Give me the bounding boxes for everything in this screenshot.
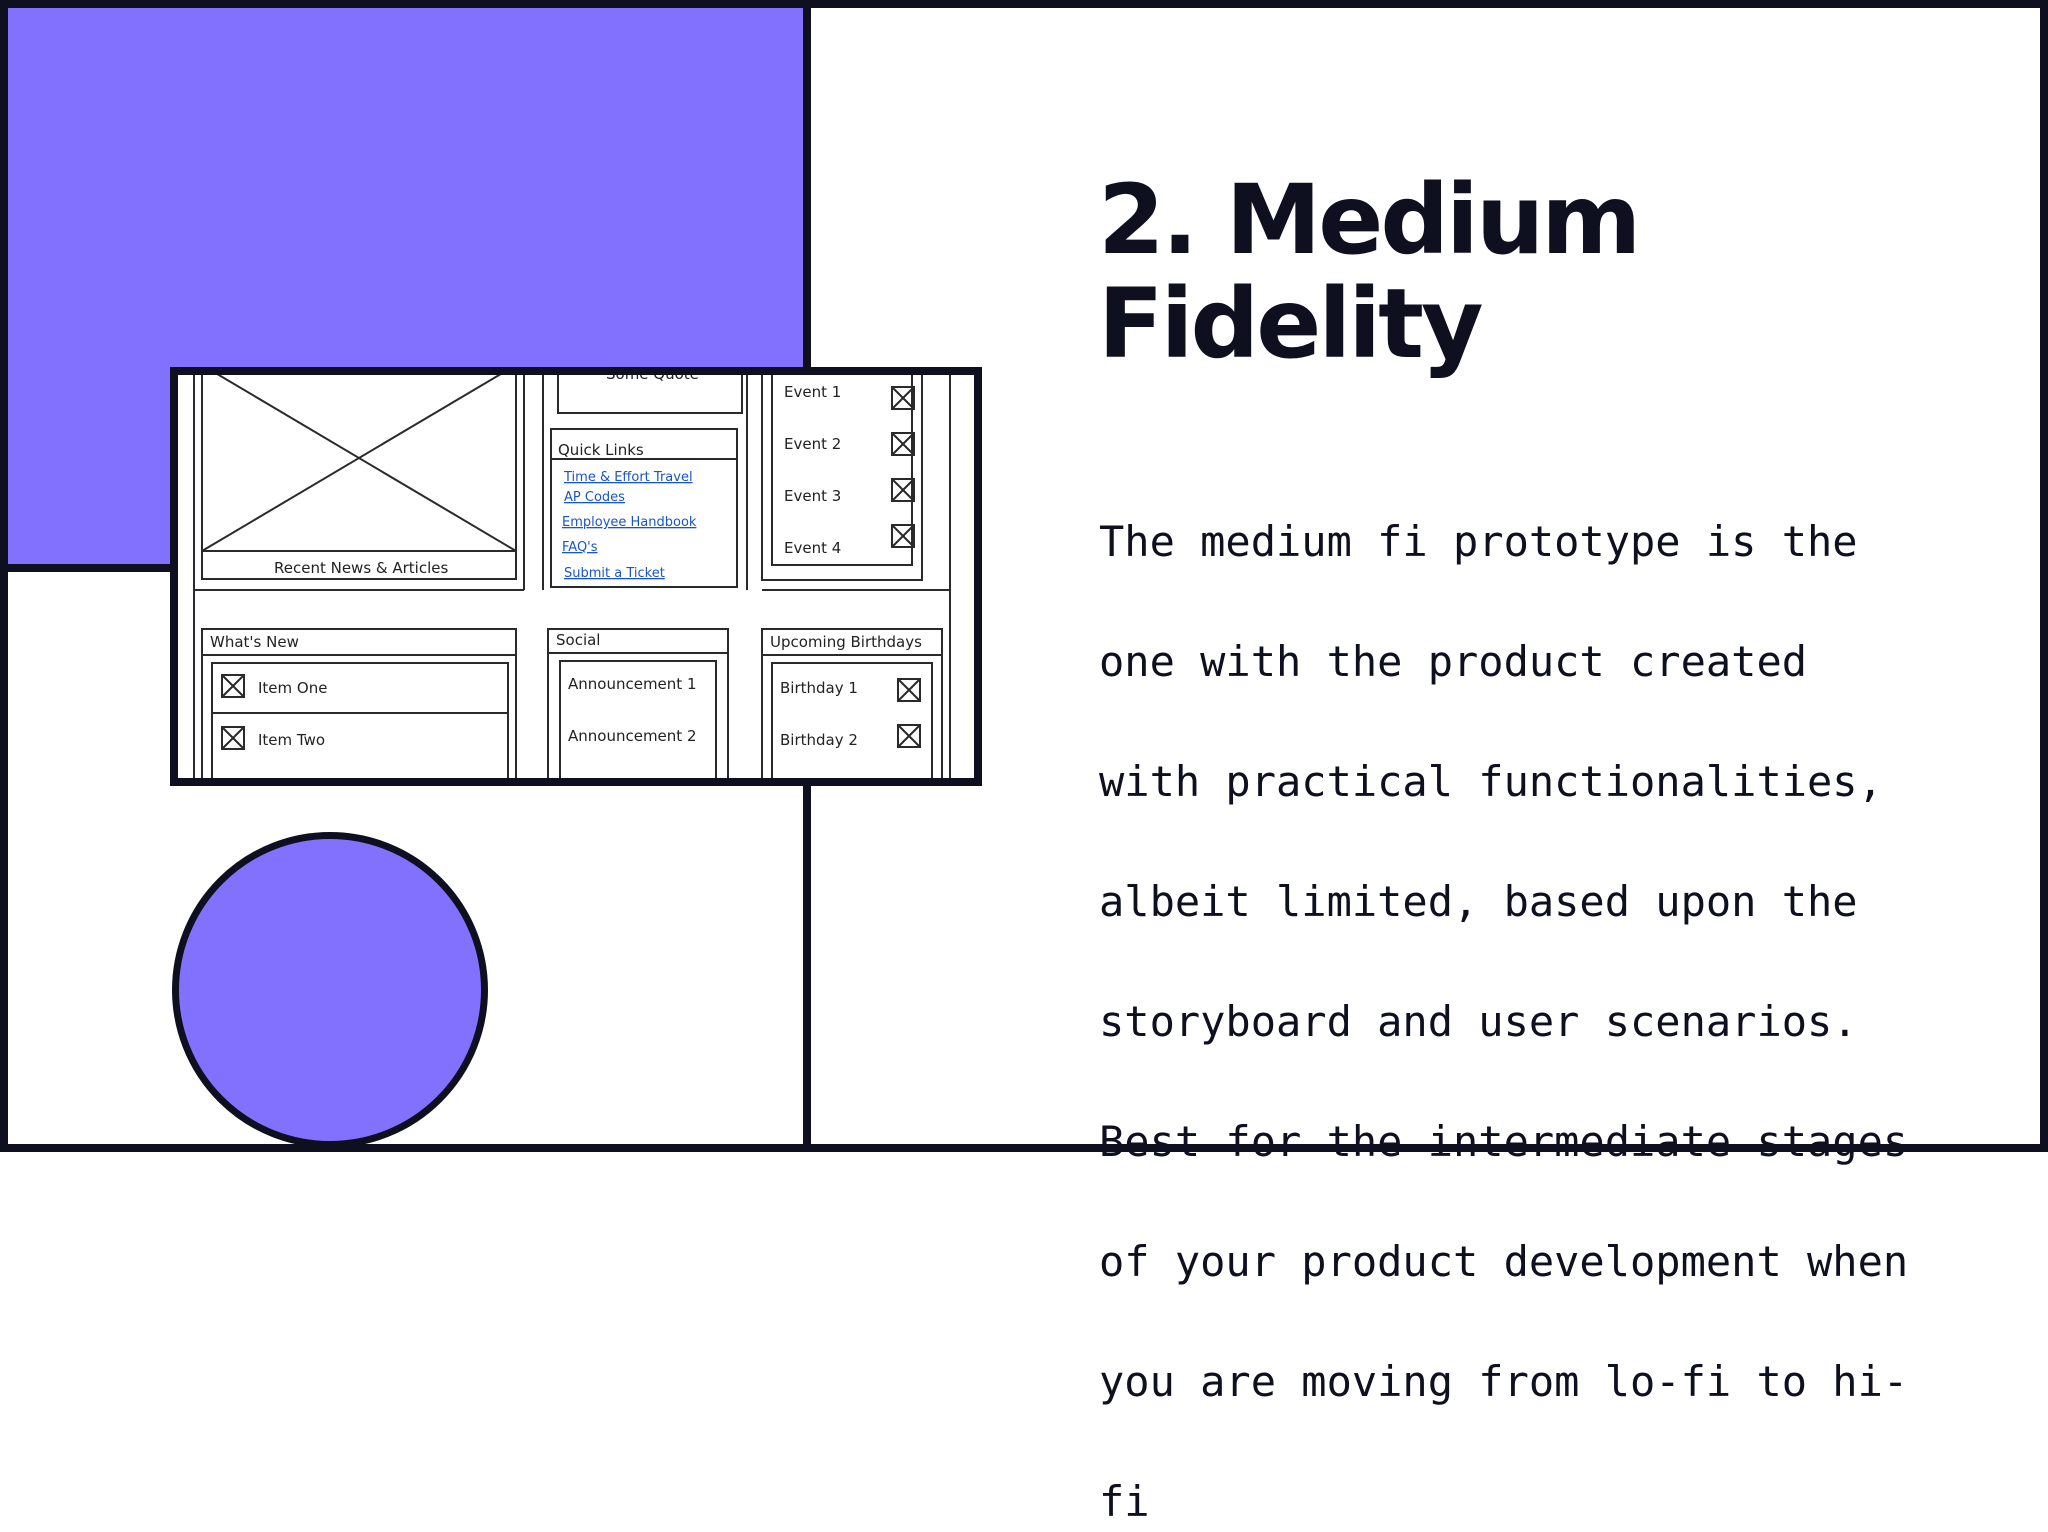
title-line: 2. Medium: [1098, 164, 1641, 276]
body-line: with practical functionalities,: [1099, 757, 1883, 806]
wire-announcement: Announcement 1: [568, 675, 696, 693]
wire-link: FAQ's: [562, 540, 598, 555]
wire-whatsnew-heading: What's New: [210, 633, 299, 651]
wire-event: Event 3: [784, 487, 841, 505]
slide-body-text: The medium fi prototype is the one with …: [1099, 452, 1949, 1532]
body-line: albeit limited, based upon the: [1099, 877, 1858, 926]
wire-link: Employee Handbook: [562, 515, 697, 530]
body-line: one with the product created: [1099, 637, 1808, 686]
body-line: storyboard and user scenarios.: [1099, 997, 1858, 1046]
slide-frame: [0, 0, 2048, 1152]
wire-birthdays-heading: Upcoming Birthdays: [770, 633, 922, 651]
wire-item: Item One: [258, 679, 327, 697]
wire-link: Time & Effort Travel: [563, 470, 693, 485]
purple-circle-decoration: [172, 832, 488, 1148]
body-line: of your product development when: [1099, 1237, 1909, 1286]
wire-event: Event 2: [784, 435, 841, 453]
body-line: you are moving from lo-fi to hi-: [1099, 1357, 1909, 1406]
wire-hero-caption: Recent News & Articles: [274, 559, 448, 577]
wire-social-heading: Social: [556, 631, 600, 649]
wire-link: Submit a Ticket: [564, 566, 665, 581]
title-line: Fidelity: [1098, 268, 1484, 380]
body-line: The medium fi prototype is the: [1099, 517, 1858, 566]
wire-announcement: Announcement 2: [568, 727, 696, 745]
body-line: Best for the intermediate stages: [1099, 1117, 1909, 1166]
wire-link: AP Codes: [564, 490, 625, 505]
slide-title: 2. Medium Fidelity: [1098, 164, 1641, 380]
wire-event: Event 1: [784, 383, 841, 401]
wire-quicklinks-heading: Quick Links: [558, 441, 644, 459]
wire-item: Item Two: [258, 731, 325, 749]
wireframe-sketch: Some Quote Recent News & Articles Quick …: [193, 375, 951, 778]
checkbox-icons: [221, 386, 921, 750]
wire-event: Event 4: [784, 539, 841, 557]
image-placeholder: [201, 375, 517, 552]
wireframe-image: Some Quote Recent News & Articles Quick …: [170, 367, 982, 786]
wire-birthday: Birthday 2: [780, 731, 858, 749]
body-line: fi: [1099, 1477, 1150, 1526]
wire-quote: Some Quote: [606, 375, 699, 383]
wire-birthday: Birthday 1: [780, 679, 858, 697]
